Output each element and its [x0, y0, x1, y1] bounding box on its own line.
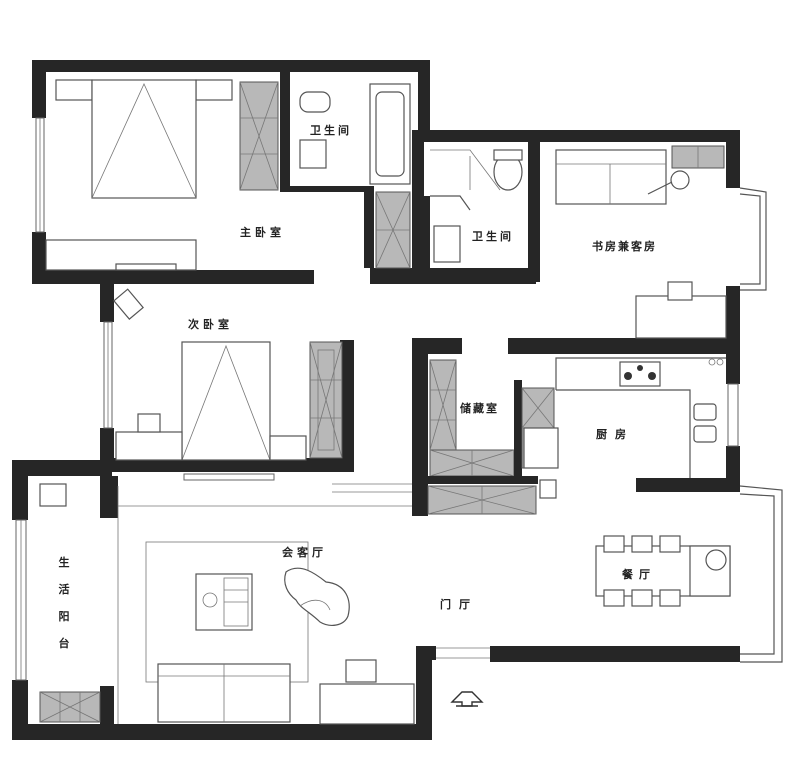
room-labels: 主卧室 卫生间 卫生间 书房兼客房 次卧室 储藏室 厨房 会客厅 门厅 餐厅 生…: [59, 123, 657, 650]
label-kitchen: 厨房: [596, 427, 634, 441]
label-balcony: 生活阳台: [59, 555, 70, 650]
label-entrance: 门厅: [440, 597, 478, 611]
label-dining: 餐厅: [621, 567, 656, 581]
label-second-bedroom: 次卧室: [188, 317, 233, 331]
entrance-arrow-icon: [450, 691, 484, 707]
label-living-room: 会客厅: [282, 545, 327, 559]
label-master-bedroom: 主卧室: [240, 225, 285, 239]
master-bedroom: [45, 79, 411, 271]
bathroom-1: [290, 83, 411, 268]
label-bathroom-1: 卫生间: [310, 123, 352, 137]
second-bedroom: [113, 288, 343, 461]
bathroom-2: [424, 149, 523, 268]
label-bathroom-2: 卫生间: [472, 229, 514, 243]
label-study-guest: 书房兼客房: [592, 239, 657, 253]
storage-room: [428, 359, 538, 484]
study-guest-room: [555, 145, 727, 339]
label-storage: 储藏室: [460, 401, 499, 415]
walls: [12, 60, 740, 740]
living-room: [39, 483, 731, 725]
kitchen: [427, 357, 726, 515]
windows: [15, 117, 783, 681]
